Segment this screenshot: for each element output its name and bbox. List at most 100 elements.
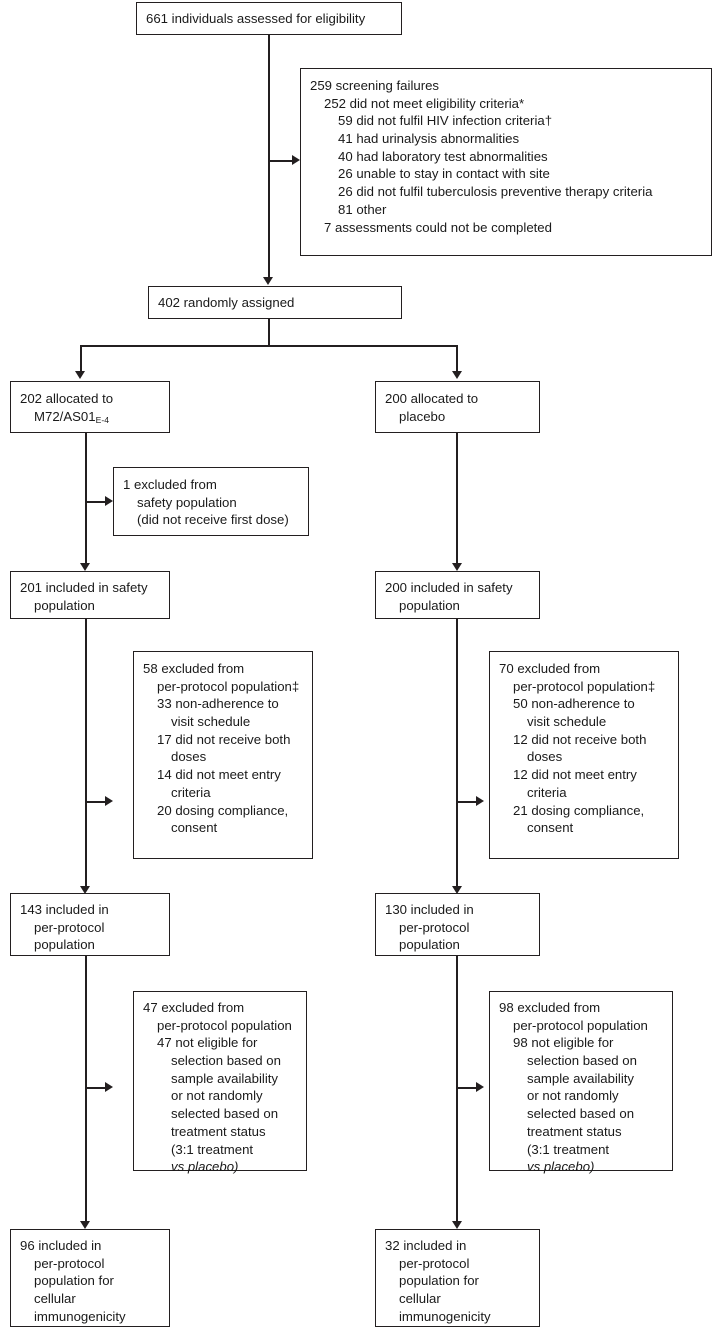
safety-right-line-1: population [399, 597, 460, 613]
excluded-cell-left-line-2: 47 not eligible for [157, 1035, 258, 1051]
safety-left-line-0: 201 included in safety [20, 580, 148, 595]
excluded-pp-left-line-4: 17 did not receive both [157, 731, 291, 747]
connector-split-left [80, 345, 82, 372]
connector-left-pp-to-final [85, 956, 87, 1222]
screening-failures-line-4: 40 had laboratory test abnormalities [338, 148, 548, 164]
arrowhead-left-safety [80, 563, 91, 571]
arrowhead-alloc-placebo [451, 371, 462, 379]
excluded-pp-left-line-8: 20 dosing compliance, [157, 802, 289, 818]
node-randomised: 402 randomly assigned [148, 286, 402, 319]
node-excluded-cell-left: 47 excluded from per-protocol population… [133, 991, 307, 1174]
final-left-line-4: immunogenicity [34, 1308, 126, 1324]
node-alloc-placebo: 200 allocated to placebo [375, 381, 540, 433]
arrowhead-screening-failures [292, 155, 300, 166]
connector-to-screening-failures [268, 160, 296, 162]
excluded-cell-right-line-0: 98 excluded from [499, 1000, 601, 1015]
connector-left-safety-to-pp [85, 619, 87, 887]
excluded-pp-right-line-8: 21 dosing compliance, [513, 802, 645, 818]
pp-right-line-2: population [399, 937, 460, 953]
excluded-cell-left-line-3: selection based on [171, 1053, 281, 1069]
node-pp-left: 143 included in per-protocol population [10, 893, 170, 956]
node-screening-failures: 259 screening failures 252 did not meet … [300, 68, 712, 256]
excluded-cell-left-line-1: per-protocol population [157, 1017, 292, 1033]
node-excluded-cell-right: 98 excluded from per-protocol population… [489, 991, 673, 1175]
alloc-vaccine-product: M72/AS01 [34, 408, 96, 424]
node-alloc-vaccine: 202 allocated to M72/AS01E-4 [10, 381, 170, 433]
excluded-cell-right-line-2: 98 not eligible for [513, 1035, 614, 1051]
pp-right-line-1: per-protocol [399, 919, 470, 935]
excluded-pp-right-line-6: 12 did not meet entry [513, 767, 637, 783]
excluded-cell-right-line-7: treatment status [527, 1123, 622, 1139]
connector-left-alloc-to-safety [85, 433, 87, 564]
pp-left-line-0: 143 included in [20, 902, 109, 917]
excluded-pp-left-line-9: consent [171, 820, 218, 836]
connector-right-safety-to-pp [456, 619, 458, 887]
excluded-cell-right-line-6: selected based on [527, 1106, 635, 1122]
node-final-right: 32 included in per-protocol population f… [375, 1229, 540, 1327]
alloc-vaccine-line-1: M72/AS01E-4 [34, 408, 161, 427]
safety-left-line-1: population [34, 597, 95, 613]
node-final-left: 96 included in per-protocol population f… [10, 1229, 170, 1327]
excluded-cell-left-line-4: sample availability [171, 1070, 279, 1086]
alloc-placebo-line-1: placebo [399, 408, 446, 424]
pp-left-line-1: per-protocol [34, 919, 105, 935]
arrowhead-right-excluded-pp [476, 796, 485, 807]
pp-right-line-0: 130 included in [385, 902, 474, 917]
arrowhead-left-final [80, 1221, 91, 1229]
excluded-pp-right-line-3: visit schedule [527, 714, 607, 730]
final-left-line-0: 96 included in [20, 1238, 102, 1253]
connector-right-pp-to-final [456, 956, 458, 1222]
final-right-line-3: cellular [399, 1291, 441, 1307]
final-right-line-1: per-protocol [399, 1255, 470, 1271]
node-safety-left: 201 included in safety population [10, 571, 170, 619]
node-excluded-pp-right: 70 excluded from per-protocol population… [489, 651, 679, 859]
alloc-vaccine-subscript: E-4 [95, 414, 109, 425]
node-safety-right: 200 included in safety population [375, 571, 540, 619]
excluded-pp-right-line-9: consent [527, 820, 574, 836]
final-right-line-4: immunogenicity [399, 1308, 491, 1324]
connector-split-right [456, 345, 458, 372]
excluded-cell-right-line-8: (3:1 treatment [527, 1141, 610, 1157]
excluded-cell-left-line-5: or not randomly [171, 1088, 263, 1104]
arrowhead-right-pp [451, 886, 462, 894]
screening-failures-line-7: 81 other [338, 201, 387, 217]
connector-right-alloc-to-safety [456, 433, 458, 564]
screening-failures-line-8: 7 assessments could not be completed [324, 219, 552, 235]
excluded-pp-right-line-5: doses [527, 749, 563, 765]
final-left-line-3: cellular [34, 1291, 76, 1307]
excluded-cell-right-line-1: per-protocol population [513, 1017, 648, 1033]
screening-failures-line-1: 252 did not meet eligibility criteria* [324, 95, 525, 111]
screening-failures-line-3: 41 had urinalysis abnormalities [338, 131, 520, 147]
arrowhead-randomised [263, 277, 274, 285]
final-right-line-0: 32 included in [385, 1238, 467, 1253]
connector-assessed-to-randomised [268, 35, 270, 278]
node-assessed-line-0: 661 individuals assessed for eligibility [146, 10, 366, 26]
excluded-cell-left-line-7: treatment status [171, 1123, 266, 1139]
excluded-cell-left-line-0: 47 excluded from [143, 1000, 245, 1015]
safety-right-line-0: 200 included in safety [385, 580, 513, 595]
excluded-pp-left-line-3: visit schedule [171, 714, 251, 730]
alloc-vaccine-line-0: 202 allocated to [20, 391, 114, 406]
excluded-pp-left-line-5: doses [171, 749, 207, 765]
excluded-cell-left-line-9: vs placebo) [171, 1158, 298, 1176]
arrowhead-left-excluded-safety [105, 496, 113, 507]
node-randomised-line-0: 402 randomly assigned [158, 294, 295, 310]
connector-randomised-stem [268, 319, 270, 346]
connector-right-to-excluded-cell [456, 1087, 481, 1089]
connector-arm-split [80, 345, 458, 347]
arrowhead-right-excluded-cell [476, 1082, 485, 1093]
arrowhead-alloc-vaccine [75, 371, 86, 379]
final-left-line-2: population for [34, 1273, 114, 1289]
screening-failures-line-5: 26 unable to stay in contact with site [338, 166, 550, 182]
connector-left-to-excluded-pp [85, 801, 109, 803]
excluded-cell-right-line-3: selection based on [527, 1053, 637, 1069]
excluded-cell-left-line-6: selected based on [171, 1106, 279, 1122]
excluded-cell-right-line-9-text: vs placebo) [527, 1159, 595, 1175]
connector-right-to-excluded-pp [456, 801, 481, 803]
node-pp-right: 130 included in per-protocol population [375, 893, 540, 956]
arrowhead-left-excluded-pp [105, 796, 113, 807]
excluded-pp-right-line-4: 12 did not receive both [513, 731, 647, 747]
excluded-pp-right-line-7: criteria [527, 784, 567, 800]
excluded-pp-left-line-2: 33 non-adherence to [157, 696, 279, 712]
